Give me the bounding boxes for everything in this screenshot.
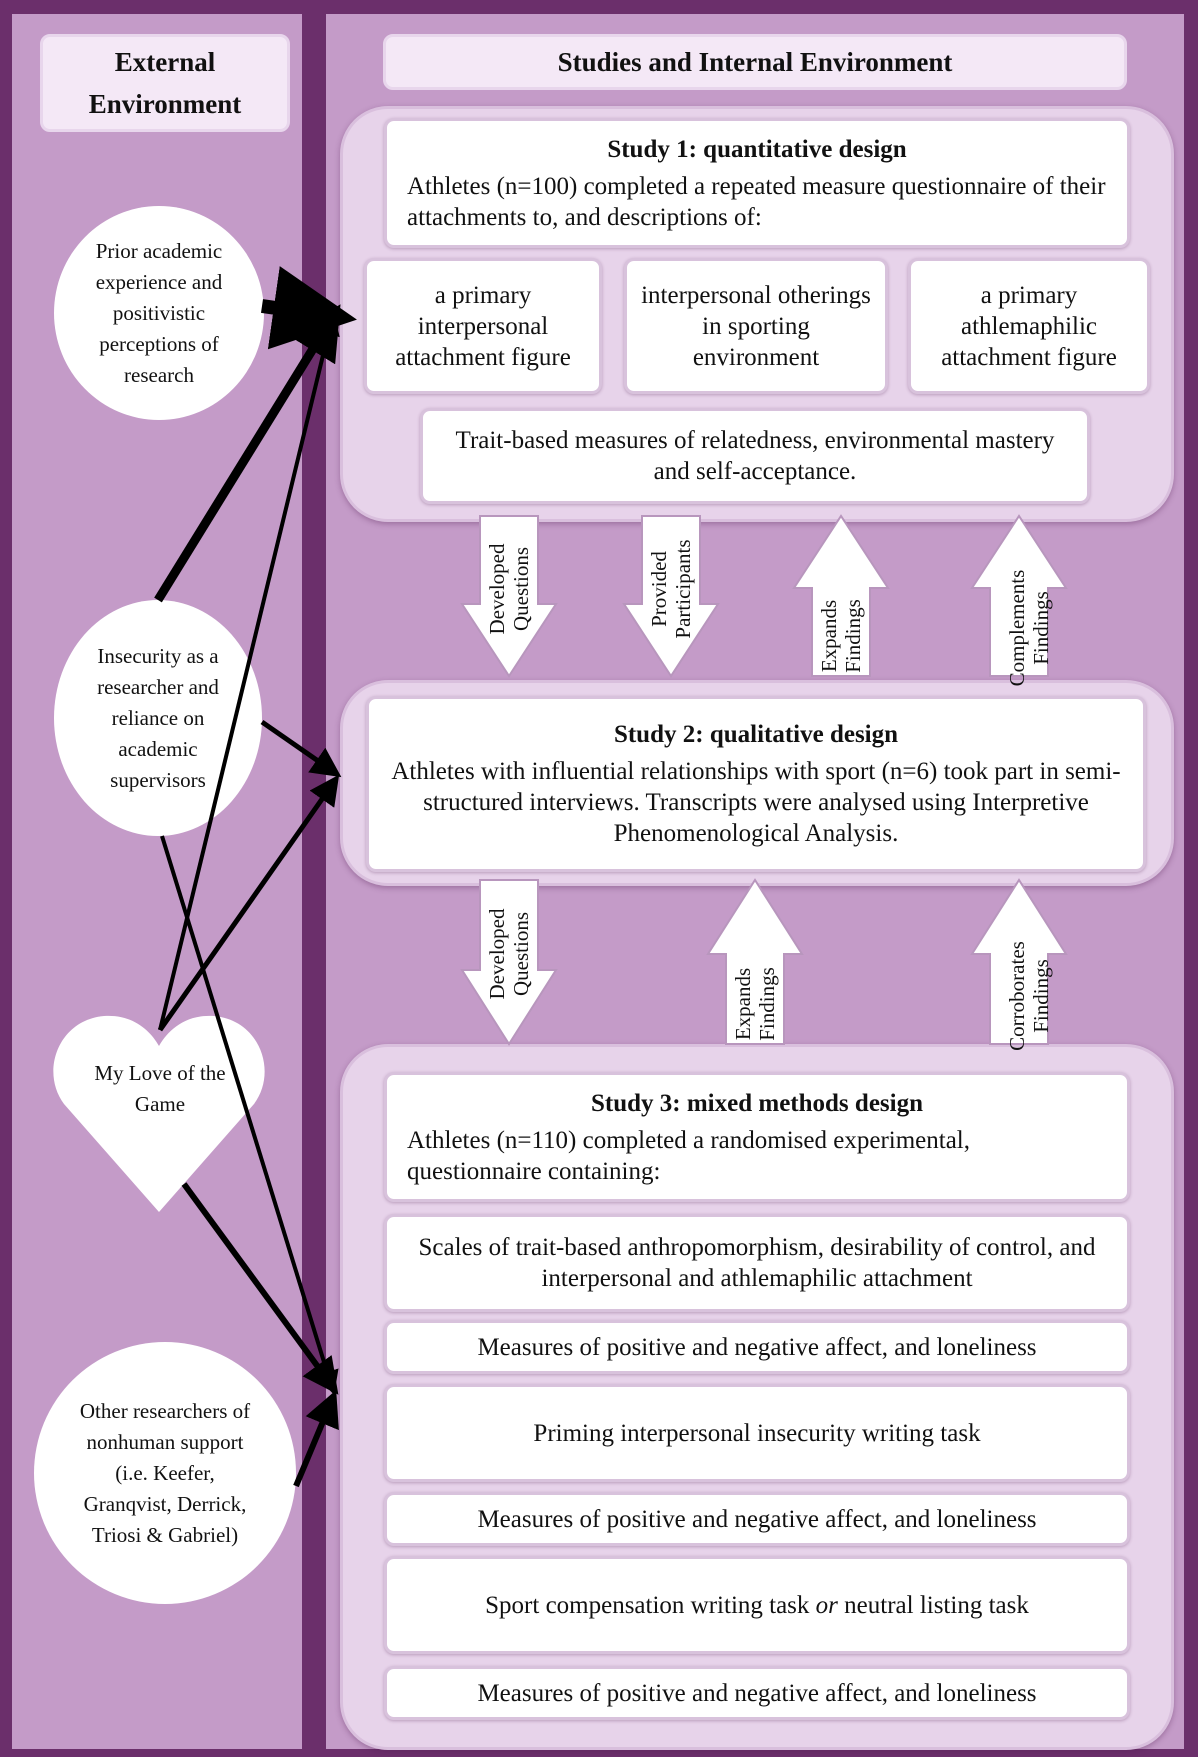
study2-description: Athletes with influential relationships … <box>391 758 1121 847</box>
study1-item-athlemaphilic: a primary athlemaphilic attachment figur… <box>908 258 1150 394</box>
label-line: Expands <box>817 599 841 673</box>
insecurity-text: Insecurity as a researcher and reliance … <box>97 643 219 792</box>
label-line: Findings <box>1029 591 1053 665</box>
study1-trait-measures-text: Trait-based measures of relatedness, env… <box>455 427 1055 485</box>
label-line: Questions <box>509 547 533 631</box>
arrow-developed-questions-1 <box>460 515 558 678</box>
study3-scales: Scales of trait-based anthropomorphism, … <box>384 1214 1130 1312</box>
arrow-label-complements-findings: Complements Findings <box>1005 558 1053 698</box>
insecurity-circle: Insecurity as a researcher and reliance … <box>54 600 262 836</box>
connector-prior-to-study1 <box>261 266 357 350</box>
study1-item-interpersonal: a primary interpersonal attachment figur… <box>364 258 602 394</box>
arrow-corroborates-findings <box>970 878 1068 1045</box>
study1-title: Study 1: quantitative design <box>607 135 907 163</box>
sport-task-or: or <box>815 1591 838 1619</box>
internal-environment-header: Studies and Internal Environment <box>383 34 1127 90</box>
study2-title: Study 2: qualitative design <box>613 721 899 748</box>
arrow-label-provided-participants: Provided Participants <box>647 529 695 649</box>
arrow-label-expands-findings-2: Expands Findings <box>731 944 779 1064</box>
label-line: Expands <box>731 967 755 1041</box>
love-of-game-text: My Love of the Game <box>94 1061 226 1116</box>
arrow-expands-findings-1 <box>792 514 890 677</box>
study1-description: Athletes (n=100) completed a repeated me… <box>407 172 1106 231</box>
study2-box: Study 2: qualitative design Athletes wit… <box>366 696 1146 872</box>
external-environment-header: External Environment <box>40 34 290 132</box>
arrow-label-developed-questions-1: Developed Questions <box>485 529 533 649</box>
sport-task-text-a: Sport compensation writing task <box>485 1591 816 1619</box>
arrow-provided-participants <box>622 515 720 678</box>
prior-experience-circle: Prior academic experience and positivist… <box>54 206 264 420</box>
arrow-complements-findings <box>970 514 1068 677</box>
study1-item-interpersonal-text: a primary interpersonal attachment figur… <box>395 281 571 371</box>
study3-measures-2: Measures of positive and negative affect… <box>384 1492 1130 1546</box>
label-line: Findings <box>755 967 779 1041</box>
connector-other-to-study3 <box>293 1390 339 1488</box>
study3-header-box: Study 3: mixed methods design Athletes (… <box>384 1072 1130 1202</box>
study1-item-otherings: interpersonal otherings in sporting envi… <box>624 258 888 394</box>
connector-insecurity-to-study2 <box>260 719 342 778</box>
label-line: Developed <box>485 543 509 635</box>
label-line: Findings <box>1029 959 1053 1033</box>
connector-insecurity-to-study1 <box>154 304 341 603</box>
arrow-label-developed-questions-2: Developed Questions <box>485 894 533 1014</box>
study3-measures-1: Measures of positive and negative affect… <box>384 1320 1130 1374</box>
study1-header-box: Study 1: quantitative design Athletes (n… <box>384 118 1130 248</box>
connector-insecurity-to-study3 <box>160 835 339 1395</box>
external-header-line-1: External <box>114 47 216 77</box>
love-of-game-heart <box>53 1015 265 1212</box>
other-researchers-text: Other researchers of nonhuman support (i… <box>79 1398 251 1547</box>
study3-title: Study 3: mixed methods design <box>591 1089 923 1117</box>
connector-love-to-study2 <box>157 774 340 1032</box>
arrow-developed-questions-2 <box>460 879 558 1046</box>
study3-description: Athletes (n=110) completed a randomised … <box>407 1126 970 1185</box>
other-researchers-circle: Other researchers of nonhuman support (i… <box>34 1342 296 1604</box>
label-line: Complements <box>1005 569 1029 687</box>
label-line: Questions <box>509 912 533 996</box>
external-header-line-2: Environment <box>88 89 242 119</box>
arrow-label-expands-findings-1: Expands Findings <box>817 576 865 696</box>
arrow-label-corroborates-findings: Corroborates Findings <box>1005 926 1053 1066</box>
label-line: Corroborates <box>1005 941 1029 1051</box>
sport-task-text-b: neutral listing task <box>837 1591 1029 1619</box>
label-line: Developed <box>485 908 509 1000</box>
arrow-expands-findings-2 <box>706 878 804 1045</box>
study3-measures-3: Measures of positive and negative affect… <box>384 1666 1130 1720</box>
label-line: Provided <box>647 551 671 627</box>
prior-experience-text: Prior academic experience and positivist… <box>95 238 223 387</box>
label-line: Findings <box>841 599 865 673</box>
connector-love-to-study1 <box>158 311 340 1031</box>
study1-item-athlemaphilic-text: a primary athlemaphilic attachment figur… <box>941 281 1117 371</box>
label-line: Participants <box>671 539 695 639</box>
study3-sport-compensation-task: Sport compensation writing task or neutr… <box>384 1556 1130 1654</box>
study1-item-otherings-text: interpersonal otherings in sporting envi… <box>641 281 871 371</box>
connector-love-to-study3 <box>181 1182 339 1395</box>
study3-priming-task: Priming interpersonal insecurity writing… <box>384 1384 1130 1482</box>
study3-scales-text: Scales of trait-based anthropomorphism, … <box>418 1234 1096 1292</box>
study1-trait-measures: Trait-based measures of relatedness, env… <box>420 408 1090 504</box>
